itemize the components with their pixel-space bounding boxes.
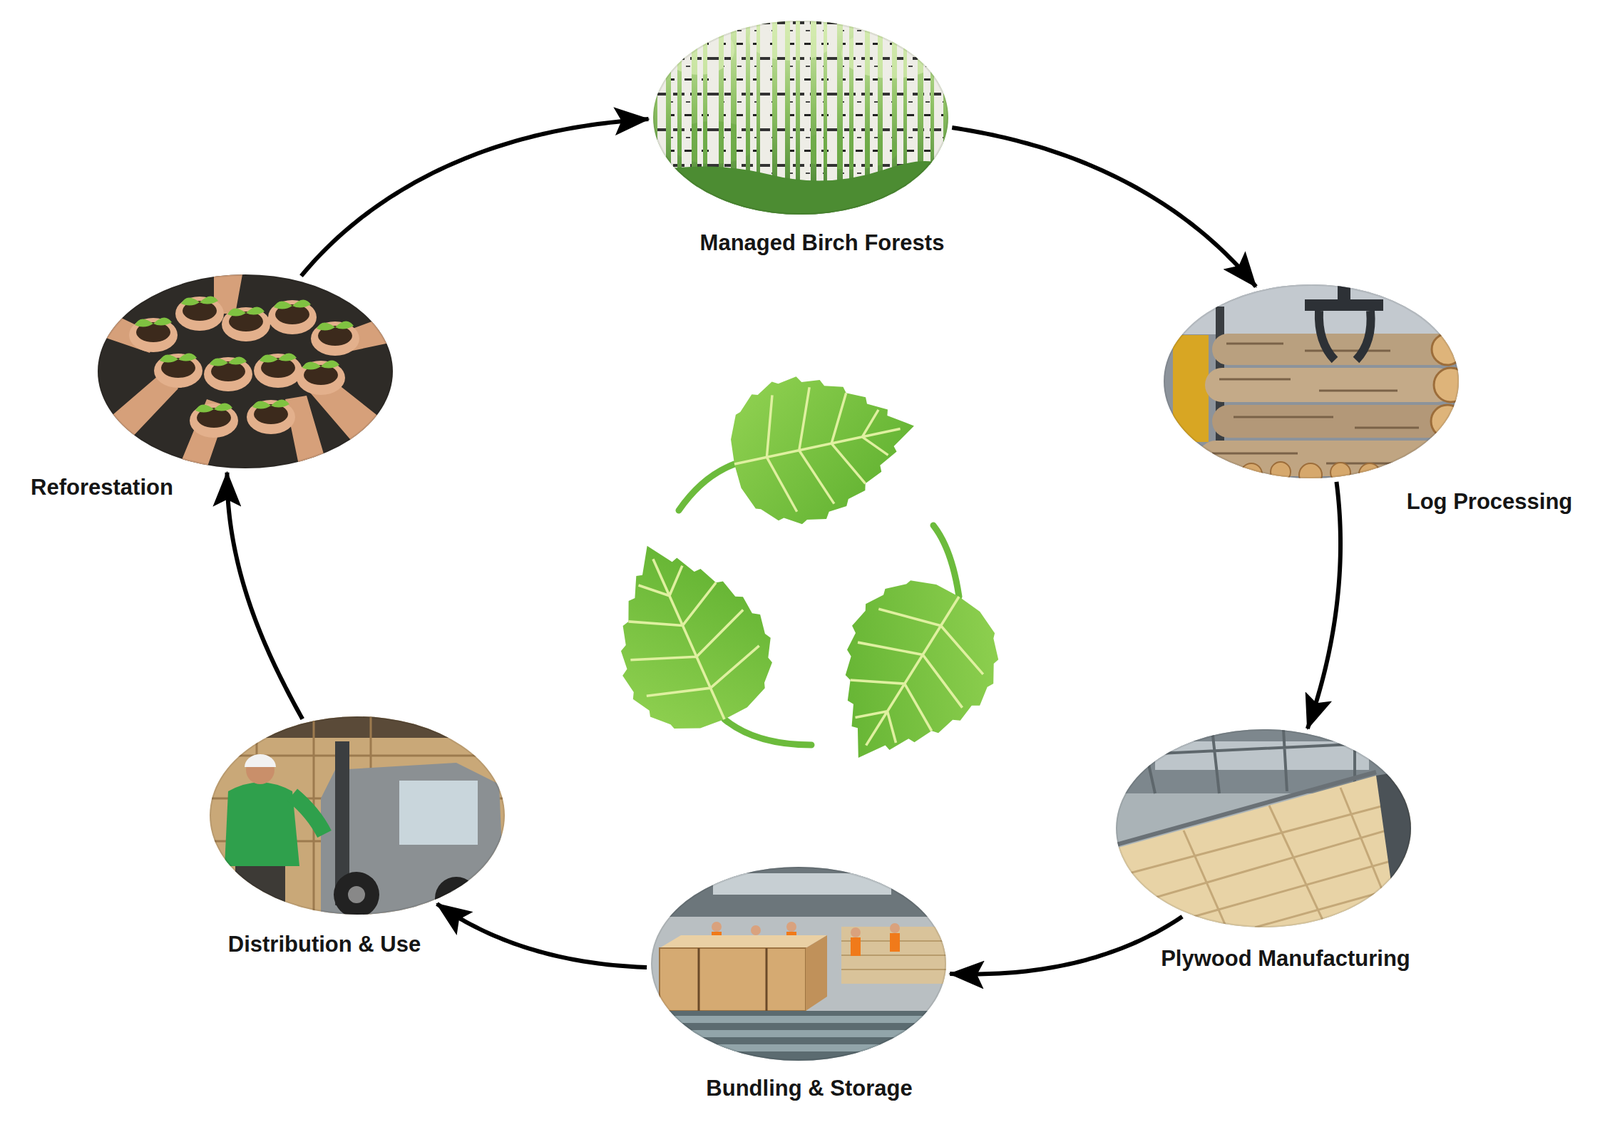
cycle-arrow [226,472,303,720]
photo-node: Reforestation [97,274,393,469]
roller-conveyor [650,1011,947,1061]
warehouse-ceiling [209,716,505,738]
worker-shirt [224,782,300,868]
photo-ellipse [210,717,505,915]
node-label: Reforestation [30,475,174,500]
node-label: Managed Birch Forests [700,231,945,256]
warehouse-background [650,867,947,1061]
birch-leaf [578,515,793,751]
plywood-sheets [1115,775,1412,928]
birch-leaf [719,355,930,536]
node-outline [1163,284,1459,479]
bundle-straps [698,948,767,1012]
photo-ellipse [1116,730,1411,927]
cupped-hands [129,296,360,438]
node-outline [1115,729,1412,928]
skylight [713,873,892,895]
photo-background [97,274,393,469]
node-label: Log Processing [1406,489,1573,515]
photo-ellipse [98,275,393,468]
photo-node: Managed Birch Forests [653,20,949,215]
log-ends [1431,333,1469,477]
photo-ellipse [651,867,946,1061]
leaf-stem [724,719,812,746]
cycle-arrow [951,127,1256,287]
sheet-seams [1115,787,1412,928]
arms [97,274,393,469]
leaf-stem [678,464,735,511]
node-label: Plywood Manufacturing [1160,946,1411,972]
node-outline [97,274,393,469]
birch-forest-photo [653,17,949,215]
node-label: Bundling & Storage [705,1076,912,1101]
forest-ground [653,161,949,215]
factory-background [1115,729,1412,928]
node-outline [209,716,505,915]
photo-ellipse [653,21,948,214]
forklift-window [399,780,478,845]
photo-node: Plywood Manufacturing [1115,729,1412,928]
node-outline [650,867,947,1061]
birch-leaf [794,556,1023,798]
node-label: Distribution & Use [228,932,421,957]
worker-arm [292,795,325,835]
log [1204,367,1455,403]
seedling-hands-photo [97,274,393,469]
photo-node: Distribution & Use [209,716,505,915]
factory-background [1163,284,1459,479]
forest-background [653,20,949,215]
bundle-side [805,935,828,1012]
cycle-arrow [1307,481,1341,729]
conveyor-edge [1115,772,1377,845]
photo-node: Bundling & Storage [650,867,947,1061]
warehouse-photo [650,867,947,1061]
bark-texture [1212,343,1419,464]
conveyor-rail [1376,770,1412,928]
photo-ellipse [1164,285,1459,478]
seedlings [134,295,354,413]
forklift-photo [209,716,505,920]
log-processing-photo [1163,284,1469,487]
log [1197,440,1455,477]
cycle-arrow [437,904,647,968]
node-outline [653,20,949,215]
yellow-machine [1172,335,1209,443]
worker-heads [711,921,900,938]
plywood-line-photo [1115,729,1412,928]
crane-claw [1319,310,1372,361]
rollers [650,1016,947,1052]
log [1212,404,1455,438]
bundle-top [659,935,828,949]
cycle-arrow [300,119,649,276]
forklift-wheels [333,872,478,920]
factory-ceiling [1163,284,1459,335]
wheel-hubs [347,886,465,907]
cycle-arrow [949,916,1183,975]
hard-hat [244,754,276,768]
log-pile [1212,462,1381,487]
plywood-bundle [659,948,806,1012]
photo-node: Log Processing [1163,284,1459,479]
warehouse-ceiling [650,867,947,917]
